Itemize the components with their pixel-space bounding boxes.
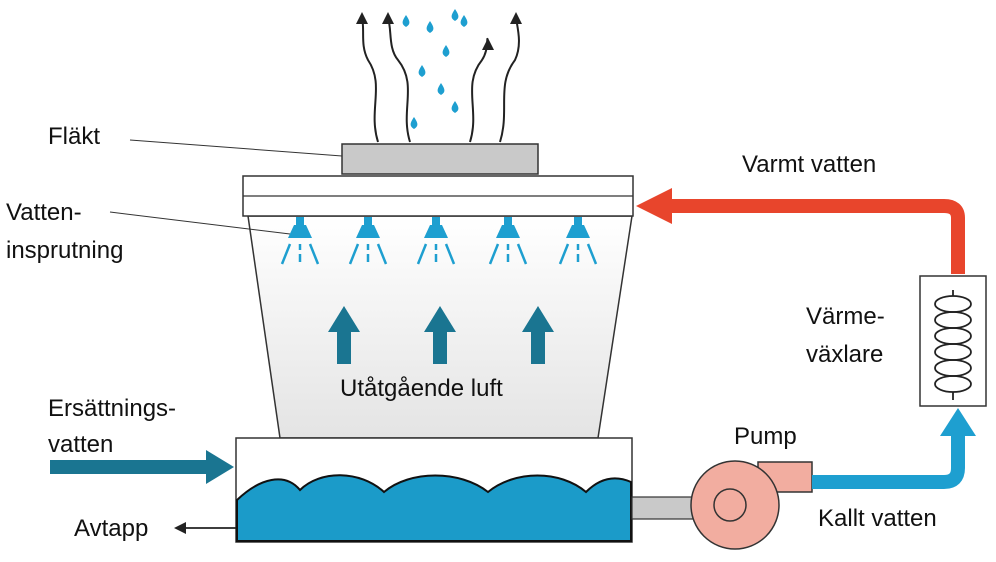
arrowhead-icon xyxy=(482,38,494,50)
spray-nozzle-icon xyxy=(416,217,456,265)
water-droplet-icon xyxy=(451,9,459,21)
water-droplets xyxy=(402,9,468,129)
water-droplet-icon xyxy=(418,65,426,77)
heat-exchanger-label-line1: Värme- xyxy=(806,303,885,330)
exhaust-air-lines xyxy=(361,17,520,143)
exhaust-arrowheads xyxy=(356,12,522,50)
arrowhead-icon xyxy=(382,12,394,24)
makeup-label-line1: Ersättnings- xyxy=(48,395,176,422)
makeup-arrow-icon xyxy=(206,450,234,484)
water-droplet-icon xyxy=(460,15,468,27)
makeup-label-line2: vatten xyxy=(48,431,113,458)
drain-arrow-icon xyxy=(174,522,186,534)
exhaust-line xyxy=(469,37,489,143)
coil-icon xyxy=(934,290,972,400)
spray-nozzle-icon xyxy=(280,217,320,265)
spray-nozzle-icon xyxy=(348,217,388,265)
water-droplet-icon xyxy=(442,45,450,57)
spray-nozzles xyxy=(280,217,598,265)
air-out-label: Utåtgående luft xyxy=(340,375,503,402)
spray-nozzle-icon xyxy=(558,217,598,265)
water-droplet-icon xyxy=(402,15,410,27)
up-arrow-icon xyxy=(424,306,456,364)
hot-water-label: Varmt vatten xyxy=(742,151,876,178)
spray-label-line2: insprutning xyxy=(6,237,123,264)
basin-water xyxy=(236,474,632,542)
heat-exchanger xyxy=(919,275,987,407)
up-arrow-icon xyxy=(522,306,554,364)
drain-label: Avtapp xyxy=(74,515,148,542)
pump xyxy=(690,460,813,550)
pump-inlet-pipe xyxy=(631,496,695,520)
water-droplet-icon xyxy=(451,101,459,113)
spray-label-line1: Vatten- xyxy=(6,199,82,226)
spray-nozzle-icon xyxy=(488,217,528,265)
makeup-arrow-shaft xyxy=(50,460,210,474)
up-arrow-icon xyxy=(328,306,360,364)
water-droplet-icon xyxy=(437,83,445,95)
arrowhead-icon xyxy=(356,12,368,24)
fan-leader-line xyxy=(129,139,343,157)
water-droplet-icon xyxy=(410,117,418,129)
exhaust-line xyxy=(387,17,411,143)
fan xyxy=(341,143,539,175)
air-arrows xyxy=(328,306,554,364)
heat-exchanger-label-line2: växlare xyxy=(806,341,883,368)
hot-water-pipe xyxy=(672,199,965,274)
exhaust-line xyxy=(361,17,379,143)
exhaust-line xyxy=(499,17,520,143)
cold-water-label: Kallt vatten xyxy=(818,505,937,532)
hot-water-arrowhead-icon xyxy=(636,188,672,224)
pump-impeller xyxy=(713,488,747,522)
fan-label: Fläkt xyxy=(48,123,100,150)
pump-label: Pump xyxy=(734,423,797,450)
cold-water-arrowhead-icon xyxy=(940,408,976,436)
cold-water-pipe xyxy=(812,432,965,489)
arrowhead-icon xyxy=(510,12,522,24)
spray-leader-line xyxy=(109,211,291,235)
water-droplet-icon xyxy=(426,21,434,33)
